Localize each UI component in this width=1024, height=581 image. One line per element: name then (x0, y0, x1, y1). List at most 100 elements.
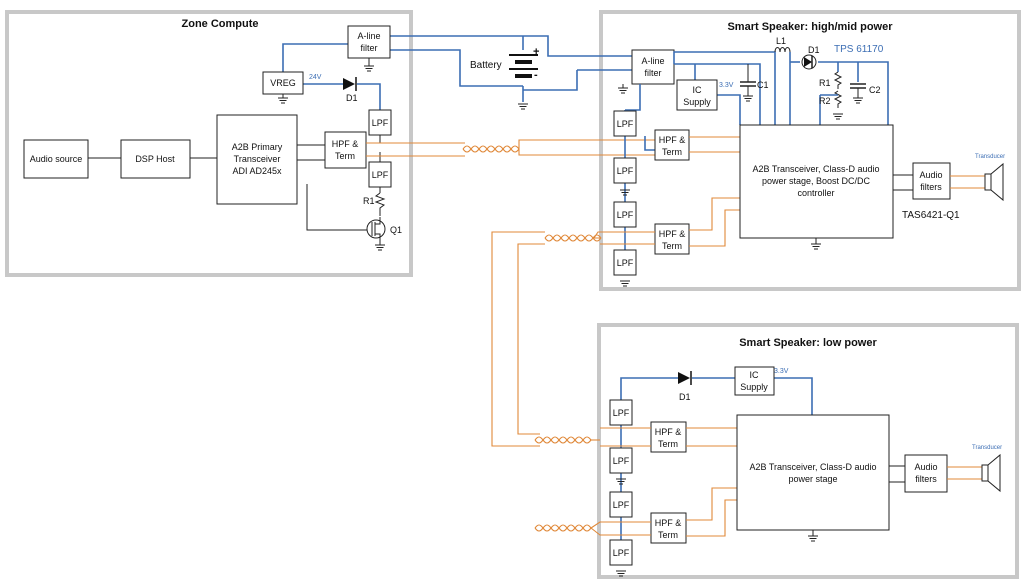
d1-label: D1 (346, 93, 358, 103)
mosfet-q1-icon (366, 219, 386, 239)
a2b-primary-line-1: A2B Primary (232, 142, 283, 152)
low-audio-filters-block (904, 454, 948, 493)
dsp-host-label: DSP Host (135, 154, 175, 164)
aline-filter-line-2: filter (360, 43, 377, 53)
low-lpf-3 (609, 491, 633, 518)
low-lpf-2 (609, 447, 633, 474)
svg-text:Term: Term (658, 530, 678, 540)
aline-filter-line-1: A-line (357, 31, 380, 41)
low-lpf-4 (609, 539, 633, 566)
svg-text:power stage, Boost DC/DC: power stage, Boost DC/DC (762, 176, 871, 186)
svg-text:Term: Term (662, 147, 682, 157)
hpf-term-line-2: Term (335, 151, 355, 161)
c2-label: C2 (869, 85, 881, 95)
diode-d1-icon (343, 78, 355, 90)
svg-text:LPF: LPF (613, 456, 630, 466)
high-ic-supply-block (676, 79, 718, 111)
low-transducer-label: Transducer (972, 445, 1002, 451)
low-ic-supply-block (734, 366, 775, 396)
svg-text:Audio: Audio (914, 462, 937, 472)
speaker-high-title: Smart Speaker: high/mid power (727, 21, 893, 33)
battery: Battery + - (411, 35, 632, 110)
low-lpf-1 (609, 399, 633, 426)
battery-label: Battery (470, 60, 502, 71)
audio-source-label: Audio source (30, 154, 83, 164)
low-hpf-top-block (650, 421, 687, 453)
svg-text:filters: filters (920, 182, 942, 192)
speaker-low-border (597, 323, 1019, 579)
a2b-primary-line-3: ADI AD245x (232, 166, 282, 176)
low-hpf-bottom-block (650, 512, 687, 544)
svg-text:Audio: Audio (919, 170, 942, 180)
battery-plus: + (533, 46, 539, 58)
high-lpf-1 (613, 110, 637, 137)
svg-text:HPF &: HPF & (655, 427, 682, 437)
aline-filter-block (347, 25, 391, 59)
low-d1-label: D1 (679, 392, 691, 402)
svg-text:Supply: Supply (740, 382, 768, 392)
high-main-block (739, 124, 894, 239)
svg-text:LPF: LPF (617, 210, 634, 220)
high-ic-voltage: 3.3V (719, 82, 734, 89)
svg-text:IC: IC (750, 370, 760, 380)
high-lpf-4 (613, 249, 637, 276)
q1-label: Q1 (390, 225, 402, 235)
twisted-pair-low-out (534, 524, 592, 532)
low-transducer-icon (981, 453, 1001, 493)
svg-text:LPF: LPF (617, 258, 634, 268)
vreg-label: VREG (270, 78, 296, 88)
svg-text:A2B Transceiver, Class-D audio: A2B Transceiver, Class-D audio (749, 462, 876, 472)
high-aline-line-2: filter (644, 68, 661, 78)
battery-minus: - (534, 69, 538, 81)
dsp-host-block (120, 139, 191, 179)
a2b-primary-block (216, 114, 298, 205)
svg-text:LPF: LPF (613, 500, 630, 510)
high-lpf-3 (613, 201, 637, 228)
high-transducer-label: Transducer (975, 154, 1005, 160)
c1-label: C1 (757, 80, 769, 90)
resistor-r1-icon (374, 192, 386, 216)
a2b-primary-line-2: Transceiver (234, 154, 281, 164)
audio-source-block (23, 139, 89, 179)
high-hpf-bottom-block (654, 223, 690, 255)
high-aline-filter-block (631, 49, 675, 85)
speaker-high: A-line filter IC Supply 3.3V C1 L1 (600, 36, 1005, 287)
lpf-top-label: LPF (372, 118, 389, 128)
inductor-l1-icon (774, 47, 791, 53)
twisted-pair-main (462, 145, 520, 153)
tps-label: TPS 61170 (834, 44, 884, 55)
high-ic-supply-line-2: Supply (683, 97, 711, 107)
speaker-low-title: Smart Speaker: low power (739, 337, 877, 349)
svg-text:HPF &: HPF & (659, 135, 686, 145)
svg-text:Term: Term (662, 241, 682, 251)
high-ic-supply-line-1: IC (693, 85, 703, 95)
svg-text:Term: Term (658, 439, 678, 449)
schottky-d1-icon (801, 54, 817, 70)
svg-text:LPF: LPF (613, 408, 630, 418)
r1-label: R1 (363, 196, 375, 206)
high-transducer-icon (984, 162, 1004, 202)
high-r1-label: R1 (819, 78, 831, 88)
high-r2-label: R2 (819, 96, 831, 106)
l1-label: L1 (776, 36, 786, 46)
hpf-term-block (324, 131, 367, 169)
zone-compute: Audio source DSP Host A2B Primary Transc… (23, 25, 465, 251)
high-audio-filters-block (912, 162, 951, 200)
svg-text:controller: controller (797, 188, 834, 198)
high-hpf-top-block (654, 129, 690, 161)
vreg-voltage: 24V (309, 74, 322, 81)
svg-text:power stage: power stage (788, 474, 837, 484)
low-ic-voltage: 3.3V (774, 368, 789, 375)
hpf-term-line-1: HPF & (332, 139, 359, 149)
svg-text:HPF &: HPF & (659, 229, 686, 239)
speaker-high-border (599, 10, 1021, 291)
resistor-r1-high-icon (833, 71, 843, 89)
svg-text:LPF: LPF (613, 548, 630, 558)
svg-text:LPF: LPF (617, 166, 634, 176)
svg-text:filters: filters (915, 474, 937, 484)
low-main-block (736, 414, 890, 531)
svg-text:A2B Transceiver, Class-D audio: A2B Transceiver, Class-D audio (752, 164, 879, 174)
tas-label: TAS6421-Q1 (902, 210, 960, 221)
speaker-low: D1 IC Supply 3.3V LPF LPF LPF LPF HPF & … (534, 366, 1002, 577)
